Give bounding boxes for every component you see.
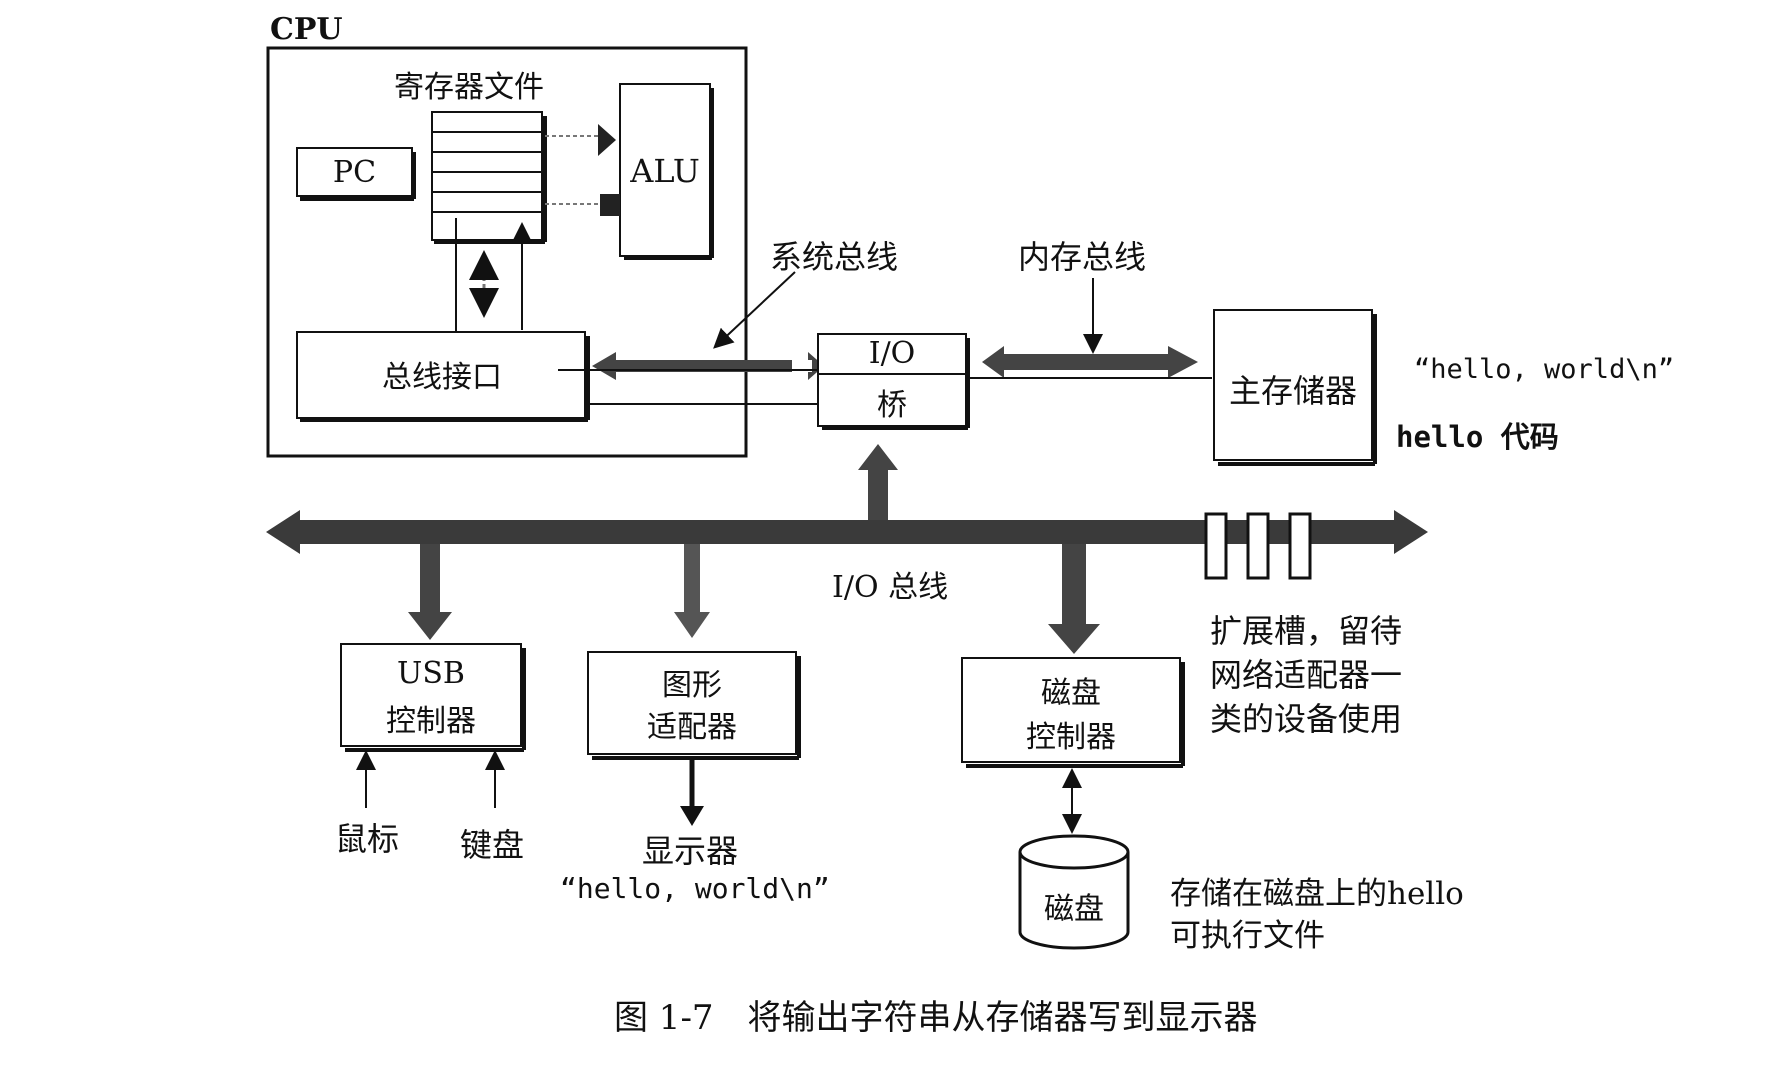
graphics-label-2: 适配器 (647, 710, 737, 745)
alu-label: ALU (630, 152, 700, 190)
expansion-slots (1204, 512, 1312, 580)
keyboard-label: 键盘 (460, 826, 525, 864)
register-file (431, 111, 547, 244)
expansion-label-3: 类的设备使用 (1210, 700, 1403, 738)
expansion-label-1: 扩展槽，留待 (1210, 612, 1403, 650)
disk-desc-1: 存储在磁盘上的hello (1170, 876, 1464, 912)
system-bus-right (808, 352, 824, 380)
main-memory-label: 主存储器 (1228, 372, 1357, 410)
io-bus (266, 510, 1428, 554)
display-label: 显示器 (642, 832, 739, 870)
usb-controller-box (340, 643, 526, 752)
bus-interface-label: 总线接口 (382, 360, 502, 395)
system-bus-left (592, 352, 792, 380)
memory-code: hello 代码 (1396, 420, 1559, 454)
alu-box (619, 83, 714, 260)
disk-label: 磁盘 (1044, 892, 1104, 927)
figure-caption: 图 1-7 将输出字符串从存储器写到显示器 (614, 998, 1258, 1038)
memory-bus (982, 346, 1198, 378)
cpu-title: CPU (270, 12, 343, 47)
usb-label-2: 控制器 (386, 704, 476, 739)
io-bridge-label-1: I/O (868, 336, 916, 371)
disk-controller-label-2: 控制器 (1026, 720, 1116, 755)
system-bus-leader (713, 271, 796, 349)
pc-box (296, 147, 416, 201)
memory-bus-label: 内存总线 (1018, 238, 1147, 276)
bridge-io-bus-link (858, 444, 898, 536)
disk-controller-label-1: 磁盘 (1041, 676, 1101, 711)
usb-bus-link (408, 544, 452, 640)
register-file-label: 寄存器文件 (394, 70, 544, 105)
display-output-string: “hello, world\n” (560, 872, 830, 905)
pc-label: PC (332, 155, 377, 190)
memory-string: “hello, world\n” (1414, 354, 1675, 385)
bus-interface-box (296, 331, 590, 422)
reg-alu-arrow-top (598, 124, 616, 156)
io-bus-label: I/O 总线 (832, 570, 949, 605)
cpu-box (266, 46, 748, 458)
display-output-arrow (680, 806, 704, 826)
main-memory-box (1213, 309, 1377, 466)
graphics-label-1: 图形 (662, 668, 722, 703)
alu-input-port (600, 194, 620, 216)
usb-label-1: USB (397, 656, 465, 691)
mouse-label: 鼠标 (335, 820, 400, 858)
disk-controller-bus-link (1048, 544, 1100, 654)
disk-desc-2: 可执行文件 (1170, 918, 1325, 954)
disk-cylinder (1018, 834, 1130, 950)
expansion-label-2: 网络适配器一 (1210, 656, 1403, 694)
io-bridge-label-2: 桥 (877, 388, 907, 423)
disk-controller-box (961, 657, 1185, 768)
system-bus-label: 系统总线 (770, 238, 899, 276)
graphics-adapter-box (587, 651, 801, 760)
graphics-bus-link (674, 544, 710, 638)
io-bridge-box (817, 333, 970, 430)
